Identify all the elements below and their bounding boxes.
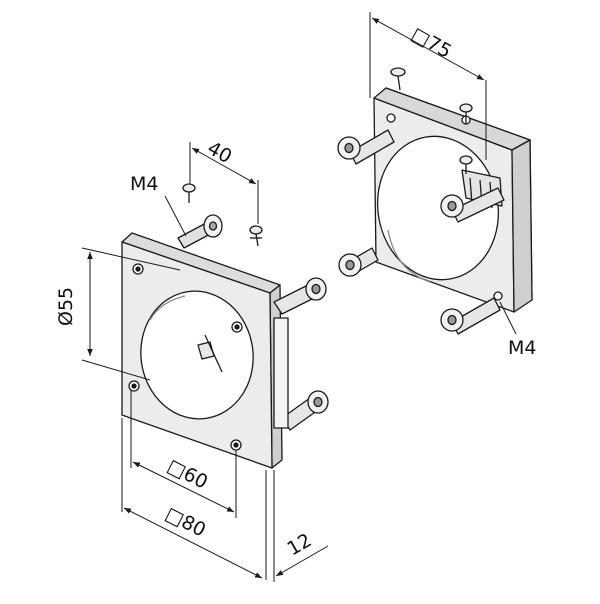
loose-screw-small-left (182, 183, 196, 203)
label-m4-top: M4 (130, 173, 158, 195)
right-loose-screw-side (459, 155, 473, 174)
dim-label-sq80: □80 (162, 503, 210, 542)
dim-label-40: 40 (204, 137, 236, 168)
label-m4-right: M4 (508, 337, 536, 359)
left-plate-side-screw-lower (281, 390, 329, 431)
right-loose-screw-mid (459, 103, 473, 124)
left-plate-top-screw (177, 214, 223, 249)
left-flange-plate (121, 232, 283, 469)
right-loose-screw-top (390, 67, 406, 91)
right-plate-screw-mid-right (440, 187, 505, 223)
dimension-lines (81, 12, 517, 582)
right-plate-screw-mid-left (338, 247, 379, 277)
right-plate-screw-bottom (440, 297, 501, 335)
left-plate-side-screw-upper (273, 277, 327, 315)
loose-screw-small-right (249, 225, 263, 247)
dim-label-sq75: □75 (408, 23, 456, 63)
dim-label-sq60: □60 (164, 455, 212, 494)
right-plate-screw-top-left (337, 129, 395, 165)
left-plate-holes (128, 263, 243, 451)
left-plate-clamp-bar (273, 317, 289, 429)
dim-label-phi55: Ø55 (55, 287, 77, 326)
right-flange-plate (373, 87, 533, 313)
